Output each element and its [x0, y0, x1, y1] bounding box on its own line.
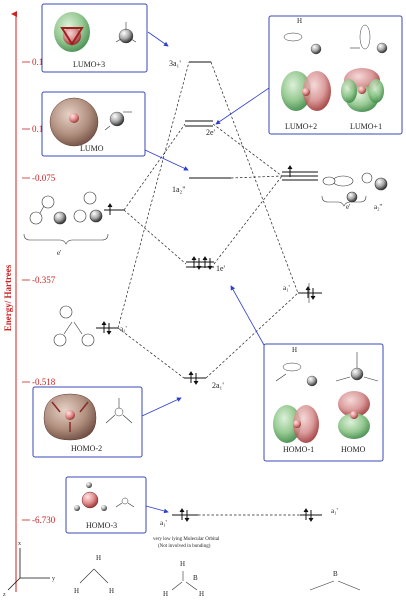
label-homo: HOMO — [341, 445, 366, 454]
energy-tick-label: -0.357 — [32, 275, 56, 285]
left-fragment-a1 — [53, 305, 95, 347]
label-lumo: LUMO — [80, 144, 104, 153]
box-homo3 — [65, 476, 147, 534]
mo-label-right-e: e' — [346, 203, 350, 211]
homo3-orbital — [74, 482, 135, 511]
lumo1-orbital — [341, 24, 388, 112]
mo-label-1e: 1e' — [216, 264, 226, 273]
mo-label-3a1: 3a₁' — [169, 59, 181, 68]
homo1-orbital: H — [273, 346, 319, 443]
lumo3-orbital — [54, 12, 137, 52]
mo-levels — [172, 61, 231, 516]
core-note-line2: (Not involved in bonding) — [158, 544, 211, 549]
bottom-geometries — [79, 568, 361, 591]
label-lumo1: LUMO+1 — [350, 122, 382, 131]
mo-label-right-core: a₁' — [331, 507, 338, 515]
left-fragment-e — [23, 191, 109, 245]
axis-x-label: x — [18, 541, 21, 547]
svg-text:H: H — [297, 17, 302, 25]
homo2-orbital — [43, 393, 133, 441]
electron-arrows — [101, 165, 316, 522]
label-lumo3: LUMO+3 — [73, 60, 105, 69]
correlation-lines — [117, 61, 300, 516]
svg-text:H: H — [292, 346, 297, 354]
energy-tick-label: -0.518 — [32, 377, 56, 387]
lumo-orbital — [49, 97, 132, 147]
bottom-h-left1: H — [74, 587, 79, 595]
axis-z-label: z — [3, 592, 6, 598]
connector-arrows — [141, 31, 270, 514]
mo-label-2e: 2e' — [206, 128, 216, 137]
xyz-axes — [7, 548, 50, 591]
bottom-h-mid-top: H — [180, 560, 185, 568]
label-homo3: HOMO-3 — [86, 521, 117, 530]
mo-label-right-a2: a₂'' — [374, 203, 382, 211]
mo-label-2a1: 2a₁' — [212, 381, 224, 390]
mo-label-core-center: a₁' — [160, 519, 167, 527]
right-fragment-e-a2 — [321, 172, 388, 207]
bottom-h-mid-r: H — [199, 590, 204, 598]
label-homo2: HOMO-2 — [71, 444, 102, 453]
label-lumo2: LUMO+2 — [285, 122, 317, 131]
bottom-h-left2: H — [109, 587, 114, 595]
core-note-line1: very low lying Molecular Orbital — [153, 537, 220, 542]
mo-label-left-e: e' — [57, 249, 61, 257]
mo-label-left-a1: a₁' — [120, 325, 127, 333]
bottom-h-single: H — [96, 554, 101, 562]
label-homo1: HOMO-1 — [283, 445, 314, 454]
bottom-h-mid-l: H — [163, 590, 168, 598]
axis-y-label: y — [52, 576, 55, 582]
bottom-b-mid: B — [193, 574, 198, 582]
mo-label-1a2: 1a₂'' — [172, 185, 186, 194]
energy-axis-label: Energy/ Hartrees — [3, 264, 13, 331]
bottom-b-right: B — [333, 570, 338, 578]
mo-label-right-a1: a₁' — [283, 284, 290, 292]
energy-tick-label: -0.075 — [32, 173, 56, 183]
homo-orbital — [335, 352, 379, 439]
energy-tick-label: -6.730 — [32, 515, 56, 525]
lumo2-orbital: H — [281, 17, 331, 111]
